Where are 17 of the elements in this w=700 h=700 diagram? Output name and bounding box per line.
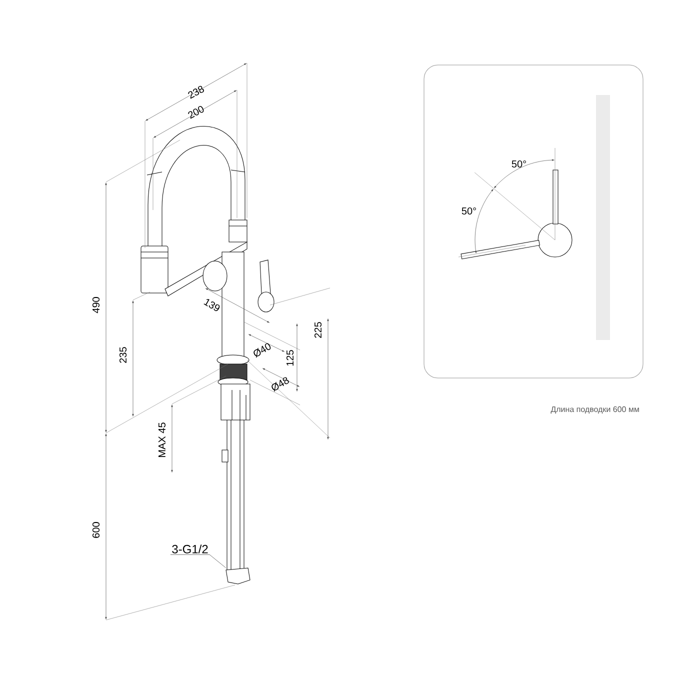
dimension-label: 200 [188, 106, 204, 119]
dimension-label: 50° [462, 207, 476, 215]
dimension-label: 238 [188, 86, 204, 99]
dimension-label: 50° [512, 160, 526, 168]
caption: Длина подводки 600 мм [550, 406, 639, 414]
dimension-label: Ø40 [254, 343, 271, 358]
hose-nut [226, 568, 250, 584]
dimension-label: Ø48 [272, 377, 289, 392]
dimension-label: 125 [286, 350, 294, 366]
dimension-label: 490 [92, 297, 100, 314]
dimension-label: 235 [119, 347, 127, 363]
dimension-label: 600 [92, 522, 100, 538]
dimension-label: MAX 45 [158, 422, 166, 457]
dimension-label: 139 [204, 299, 220, 312]
dimension-label: 225 [314, 322, 322, 338]
thread-label: 3-G1/2 [172, 544, 208, 554]
leader-line [170, 554, 226, 568]
